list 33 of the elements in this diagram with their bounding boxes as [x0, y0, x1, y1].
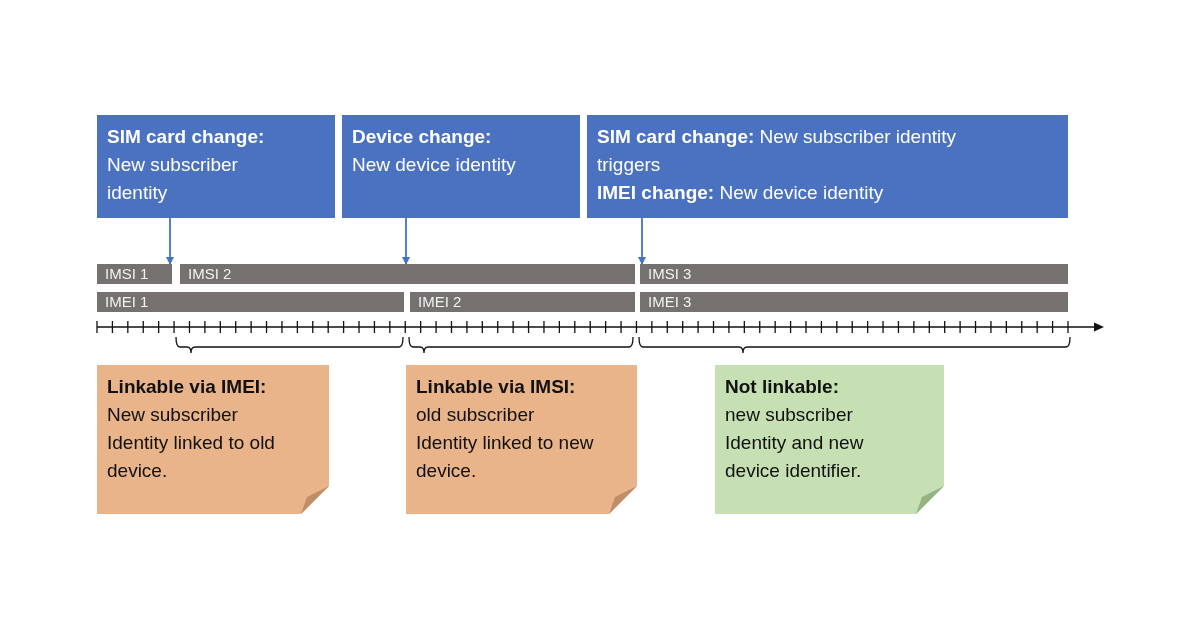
event-heading: SIM card change:	[107, 125, 266, 149]
bar-label: IMEI 3	[648, 292, 692, 312]
event-text: IMEI change: New device identity	[597, 181, 885, 205]
bar-label: IMEI 1	[105, 292, 149, 312]
note-text: old subscriber Identity linked to new device.	[416, 403, 595, 483]
identity-bar	[97, 292, 404, 312]
identity-bar	[640, 292, 1068, 312]
identity-bar	[180, 264, 635, 284]
note-heading: Linkable via IMEI:	[107, 375, 268, 399]
note-heading: Not linkable:	[725, 375, 840, 399]
identity-bar	[97, 264, 172, 284]
arrow	[166, 217, 174, 265]
note-heading: Linkable via IMSI:	[416, 375, 577, 399]
bar-label: IMSI 1	[105, 264, 149, 284]
identity-bar	[640, 264, 1068, 284]
sticky-note	[406, 365, 637, 514]
note-text: new subscriber Identity and new device identifier.	[725, 403, 865, 483]
event-box	[587, 115, 1068, 218]
event-box	[342, 115, 580, 218]
arrow	[402, 217, 410, 265]
event-text: New device identity	[352, 153, 517, 177]
arrow	[638, 217, 646, 265]
event-heading: Device change:	[352, 125, 493, 149]
event-text: New subscriber identity	[107, 153, 239, 205]
bar-label: IMSI 2	[188, 264, 232, 284]
identity-bar	[410, 292, 635, 312]
bar-label: IMSI 3	[648, 264, 692, 284]
note-text: New subscriber Identity linked to old device.	[107, 403, 276, 483]
sticky-note	[715, 365, 944, 514]
bar-label: IMEI 2	[418, 292, 462, 312]
sticky-note	[97, 365, 329, 514]
event-box	[97, 115, 335, 218]
event-text: SIM card change: New subscriber identity triggers	[597, 125, 958, 177]
